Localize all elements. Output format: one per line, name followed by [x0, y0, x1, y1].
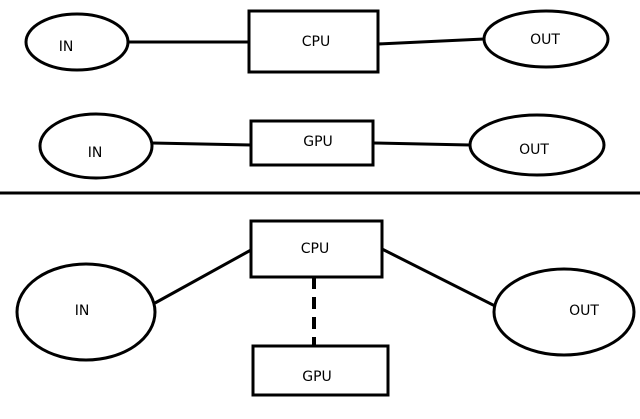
middle-gpu-label: GPU	[303, 134, 333, 150]
bottom-diagram: IN CPU GPU OUT	[15, 219, 636, 397]
bottom-input-label: IN	[75, 303, 90, 319]
middle-output-node	[468, 113, 606, 177]
top-input-label: IN	[59, 39, 74, 55]
top-cpu-node	[247, 9, 380, 74]
middle-gpu-node	[249, 119, 375, 167]
bottom-input-node	[15, 262, 157, 362]
middle-diagram: IN GPU OUT	[38, 112, 606, 180]
bottom-gpu-node	[251, 344, 390, 397]
bottom-gpu-label: GPU	[302, 369, 332, 385]
bottom-output-node	[492, 267, 636, 357]
bottom-in-to-cpu-edge	[154, 248, 252, 305]
middle-gpu-to-out-edge	[372, 141, 471, 147]
top-output-node	[482, 9, 610, 69]
top-input-node	[24, 12, 130, 72]
middle-in-to-gpu-edge	[151, 141, 252, 147]
bottom-cpu-node	[249, 219, 384, 279]
top-cpu-to-out-edge	[377, 37, 485, 46]
middle-output-label: OUT	[519, 142, 549, 158]
top-cpu-label: CPU	[302, 34, 330, 50]
top-diagram: IN CPU OUT	[24, 9, 610, 74]
bottom-output-label: OUT	[569, 303, 599, 319]
bottom-cpu-to-out-edge	[381, 247, 510, 315]
bottom-cpu-label: CPU	[301, 241, 329, 257]
middle-input-node	[38, 112, 154, 180]
top-output-label: OUT	[530, 32, 560, 48]
middle-input-label: IN	[88, 145, 103, 161]
